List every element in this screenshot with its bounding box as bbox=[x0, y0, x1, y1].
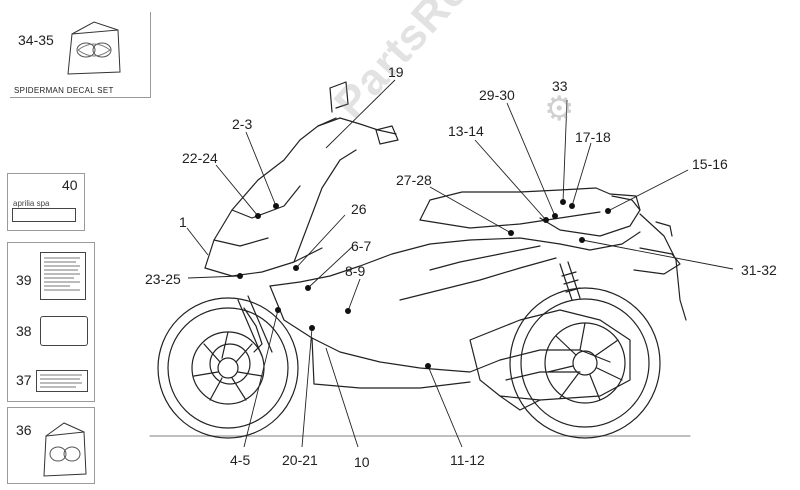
callout-27-28: 27-28 bbox=[396, 172, 432, 188]
callout-29-30: 29-30 bbox=[479, 87, 515, 103]
callout-15-16: 15-16 bbox=[692, 156, 728, 172]
callout-31-32: 31-32 bbox=[741, 262, 777, 278]
callout-1: 1 bbox=[179, 214, 187, 230]
callout-33: 33 bbox=[552, 78, 568, 94]
part-number-39: 39 bbox=[16, 272, 32, 288]
part-number-37: 37 bbox=[16, 372, 32, 388]
gear-icon: ⚙ bbox=[544, 90, 575, 128]
decal-set-number: 34-35 bbox=[18, 32, 54, 48]
callout-8-9: 8-9 bbox=[345, 263, 366, 279]
part-39-label-icon bbox=[40, 252, 86, 300]
decal-set-caption: SPIDERMAN DECAL SET bbox=[14, 86, 114, 95]
part-number-40: 40 bbox=[62, 177, 78, 193]
callout-13-14: 13-14 bbox=[448, 123, 484, 139]
callout-17-18: 17-18 bbox=[575, 129, 611, 145]
callout-23-25: 23-25 bbox=[145, 271, 181, 287]
callout-19: 19 bbox=[388, 64, 404, 80]
callout-11-12: 11-12 bbox=[450, 452, 485, 468]
part-37-label-icon bbox=[36, 370, 88, 392]
decal-bag-icon bbox=[67, 21, 121, 75]
part-40-brand: aprilia spa bbox=[13, 199, 50, 208]
part-number-38: 38 bbox=[16, 323, 32, 339]
part-38-label bbox=[40, 316, 88, 346]
callout-4-5: 4-5 bbox=[230, 452, 251, 468]
callout-22-24: 22-24 bbox=[182, 150, 218, 166]
callout-26: 26 bbox=[351, 201, 367, 217]
callout-10: 10 bbox=[354, 454, 370, 470]
callout-2-3: 2-3 bbox=[232, 116, 253, 132]
callout-20-21: 20-21 bbox=[282, 452, 318, 468]
decal-bag-icon-36 bbox=[43, 422, 87, 477]
part-40-label bbox=[12, 208, 76, 222]
part-number-36: 36 bbox=[16, 422, 32, 438]
callout-6-7: 6-7 bbox=[351, 238, 372, 254]
